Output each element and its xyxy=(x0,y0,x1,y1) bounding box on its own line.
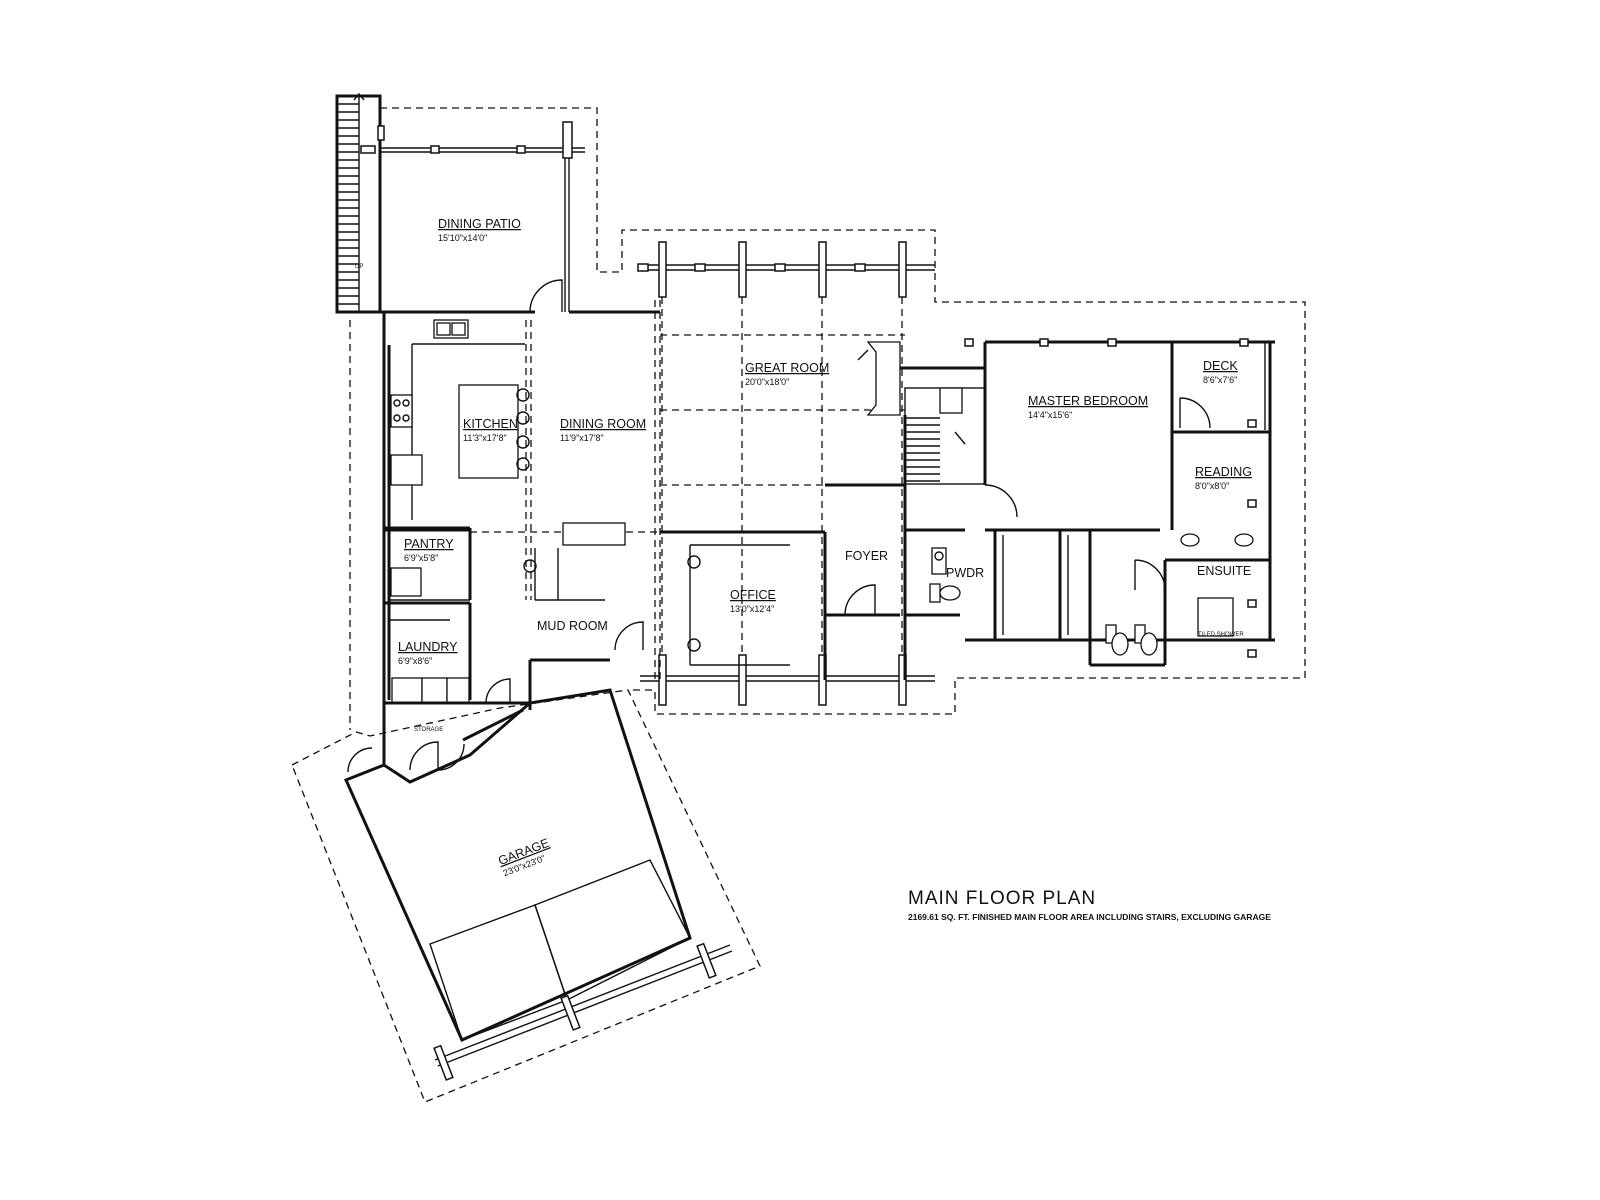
pergola-post xyxy=(964,338,974,347)
pergola-post xyxy=(898,241,907,298)
label-tiled-shower: TILED SHOWER xyxy=(1198,632,1244,638)
size-deck: 8'6"x7'6" xyxy=(1203,375,1237,385)
label-mud-room: MUD ROOM xyxy=(537,619,608,633)
pergola-post xyxy=(1247,649,1257,658)
label-dining-patio: DINING PATIO xyxy=(438,217,521,231)
size-office: 13'0"x12'4" xyxy=(730,604,774,614)
label-pantry: PANTRY xyxy=(404,537,454,551)
label-laundry: LAUNDRY xyxy=(398,640,458,654)
pergola-post xyxy=(658,241,667,298)
plan-title: MAIN FLOOR PLAN xyxy=(908,888,1096,909)
stair-up-label: UP xyxy=(355,264,363,270)
size-laundry: 6'9"x8'6" xyxy=(398,656,432,666)
pergola-post xyxy=(1247,499,1257,508)
pergola-post xyxy=(1247,599,1257,608)
size-pantry: 6'9"x5'8" xyxy=(404,553,438,563)
label-ensuite: ENSUITE xyxy=(1197,564,1251,578)
label-storage: STORAGE xyxy=(414,727,443,733)
pergola-post xyxy=(694,263,706,272)
label-dining-room: DINING ROOM xyxy=(560,417,646,431)
pergola-post xyxy=(1039,338,1049,347)
pergola-post xyxy=(818,241,827,298)
exterior-walls xyxy=(337,264,1275,710)
pergola-post xyxy=(774,263,786,272)
exterior-stair: UP xyxy=(335,92,382,314)
label-master-bedroom: MASTER BEDROOM xyxy=(1028,394,1148,408)
interior-walls xyxy=(384,300,1270,710)
label-reading: READING xyxy=(1195,465,1252,479)
pergola-post xyxy=(1239,338,1249,347)
size-dining-room: 11'9"x17'8" xyxy=(560,433,604,443)
pergola-post xyxy=(1107,338,1117,347)
pergola-post xyxy=(637,263,649,272)
label-pwdr: PWDR xyxy=(946,566,984,580)
size-reading: 8'0"x8'0" xyxy=(1195,481,1229,491)
garage xyxy=(343,688,733,1081)
dining-patio xyxy=(360,121,585,312)
pergola-post xyxy=(1247,419,1257,428)
room-labels: DINING PATIO 15'10"x14'0" KITCHEN 11'3"x… xyxy=(398,217,1252,878)
pergola-posts xyxy=(637,241,1257,706)
kitchen xyxy=(390,279,563,520)
pergola-post xyxy=(658,654,667,706)
label-foyer: FOYER xyxy=(845,549,888,563)
pergola-post xyxy=(854,263,866,272)
title-block: MAIN FLOOR PLAN 2169.61 SQ. FT. FINISHED… xyxy=(908,888,1271,922)
size-dining-patio: 15'10"x14'0" xyxy=(438,233,487,243)
storage xyxy=(347,703,524,773)
size-master-bedroom: 14'4"x15'6" xyxy=(1028,410,1072,420)
plan-subtitle: 2169.61 SQ. FT. FINISHED MAIN FLOOR AREA… xyxy=(908,912,1271,922)
roof-outline xyxy=(291,107,1306,1103)
label-kitchen: KITCHEN xyxy=(463,417,518,431)
label-great-room: GREAT ROOM xyxy=(745,361,829,375)
size-kitchen: 11'3"x17'8" xyxy=(463,433,507,443)
pergola-post xyxy=(738,241,747,298)
size-great-room: 20'0"x18'0" xyxy=(745,377,789,387)
pergola-post xyxy=(738,654,747,706)
label-office: OFFICE xyxy=(730,588,776,602)
label-deck: DECK xyxy=(1203,359,1238,373)
